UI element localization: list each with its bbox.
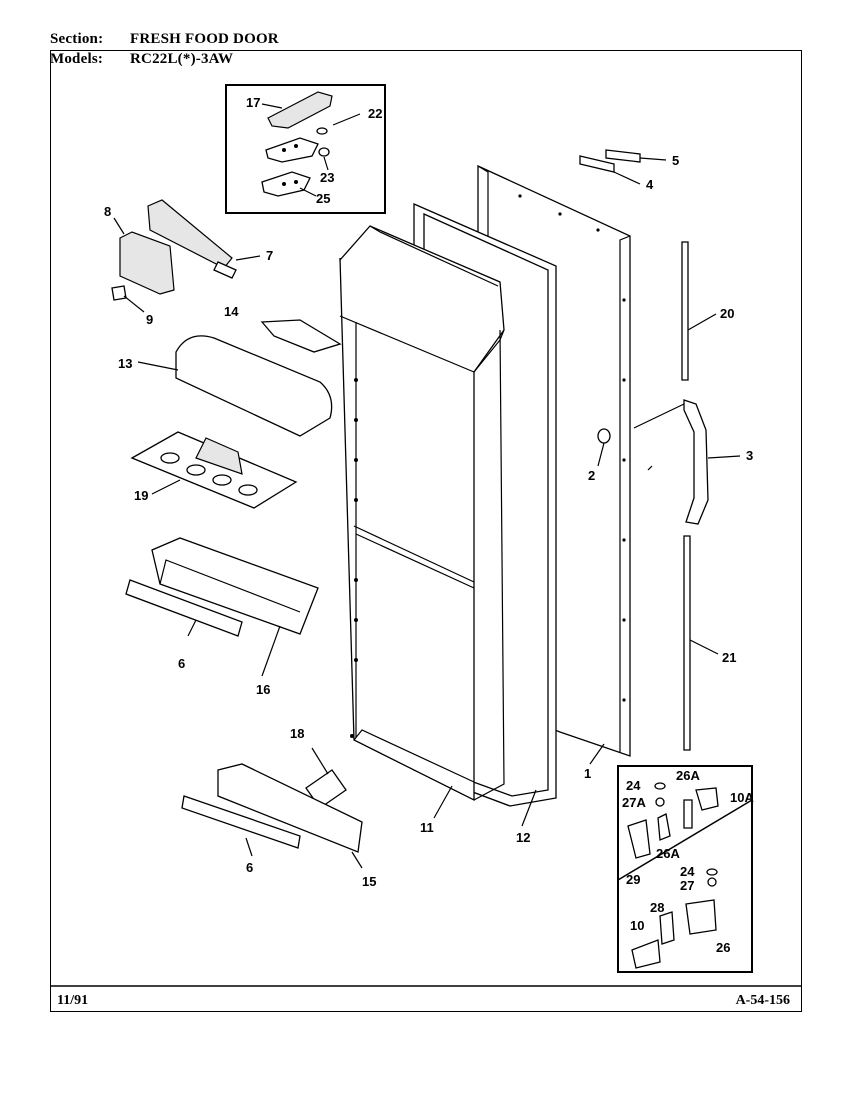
- callout-14: 14: [224, 304, 239, 319]
- callout-10a: 10A: [730, 790, 754, 805]
- part-6-shelf-trim-lower: [181, 795, 301, 849]
- part-21-trim: [683, 535, 691, 751]
- callout-13: 13: [118, 356, 132, 371]
- callout-labels: 17 22 23 25 5 4 8 7 9 14 13 20 3 2 19 6 …: [104, 95, 754, 955]
- callout-12: 12: [516, 830, 530, 845]
- part-14-tray: [260, 319, 342, 353]
- part-2-plug: [597, 428, 611, 444]
- models-label: Models:: [50, 51, 104, 67]
- part-22-hinge-plate: [265, 137, 319, 163]
- part-15-door-shelf: [217, 763, 363, 853]
- part-23-washer: [318, 147, 330, 157]
- callout-5: 5: [672, 153, 679, 168]
- section-row: Section: FRESH FOOD DOOR: [0, 31, 848, 51]
- callout-7: 7: [266, 248, 273, 263]
- callout-28: 28: [650, 900, 664, 915]
- callout-16: 16: [256, 682, 270, 697]
- callout-2: 2: [588, 468, 595, 483]
- part-16-door-bin: [151, 537, 319, 635]
- callout-26a-upper: 26A: [676, 768, 700, 783]
- callout-24-upper: 24: [626, 778, 641, 793]
- footer-date: 11/91: [57, 993, 89, 1008]
- callout-10: 10: [630, 918, 644, 933]
- footer-diagram-code: A-54-156: [735, 993, 790, 1008]
- part-8-bracket: [119, 231, 175, 295]
- part-3-handle: [683, 399, 709, 525]
- callout-6-lower: 6: [246, 860, 253, 875]
- callout-3: 3: [746, 448, 753, 463]
- callout-15: 15: [362, 874, 376, 889]
- part-20-trim: [681, 241, 689, 381]
- diagram-frame: [50, 50, 802, 1012]
- callout-6-upper: 6: [178, 656, 185, 671]
- callout-20: 20: [720, 306, 734, 321]
- callout-29: 29: [626, 872, 640, 887]
- models-value: RC22L(*)-3AW: [130, 51, 234, 67]
- callout-23: 23: [320, 170, 334, 185]
- callout-11: 11: [420, 820, 434, 835]
- callout-22: 22: [368, 106, 382, 121]
- lower-hinge-inset-box: [617, 765, 753, 973]
- part-5-trim: [605, 149, 641, 163]
- part-13-dairy-door: [175, 335, 333, 437]
- callout-19: 19: [134, 488, 148, 503]
- section-title: FRESH FOOD DOOR: [130, 31, 279, 47]
- callout-1: 1: [584, 766, 591, 781]
- callout-21: 21: [722, 650, 736, 665]
- callout-26: 26: [716, 940, 730, 955]
- callout-27: 27: [680, 878, 694, 893]
- callout-24-lower: 24: [680, 864, 695, 879]
- callout-18: 18: [290, 726, 304, 741]
- callout-8: 8: [104, 204, 111, 219]
- callout-9: 9: [146, 312, 153, 327]
- callout-26a-lower: 26A: [656, 846, 680, 861]
- section-label: Section:: [50, 31, 104, 47]
- callout-27a: 27A: [622, 795, 646, 810]
- part-22-screw: [316, 127, 328, 135]
- hinge-inset-box: [225, 84, 386, 214]
- part-7-thermostat-cover: [147, 199, 233, 269]
- callout-25: 25: [316, 191, 330, 206]
- part-6-bin-trim-upper: [125, 579, 243, 637]
- callout-4: 4: [646, 177, 654, 192]
- models-row: Models: RC22L(*)-3AW: [0, 51, 848, 71]
- callout-17: 17: [246, 95, 260, 110]
- part-17-hinge-cover: [267, 91, 333, 129]
- part-9-screw: [111, 285, 127, 301]
